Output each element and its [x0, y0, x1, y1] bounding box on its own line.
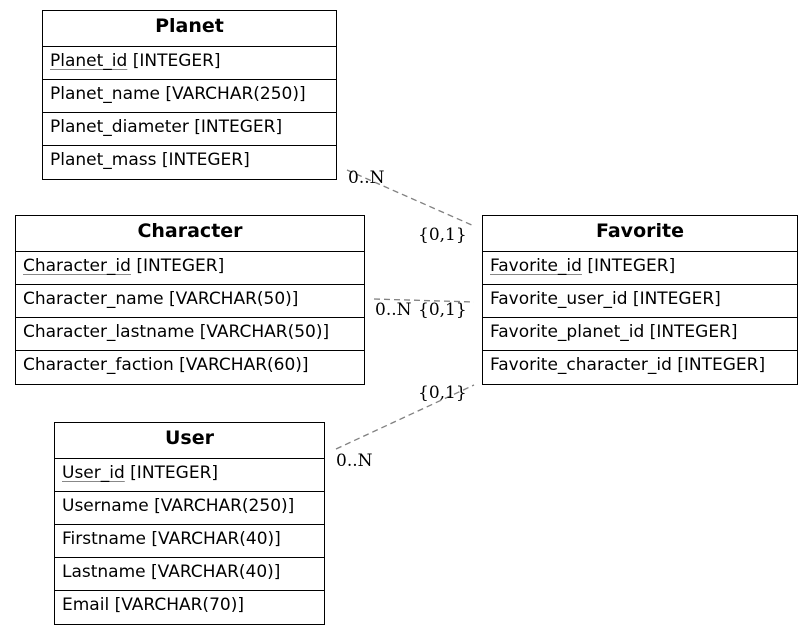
favorite-entity[interactable]: Favorite Favorite_id [INTEGER] Favorite_… [482, 215, 798, 385]
attribute-row: Planet_id [INTEGER] [43, 47, 336, 80]
attribute-row: Character_name [VARCHAR(50)] [16, 285, 364, 318]
user-entity[interactable]: User User_id [INTEGER] Username [VARCHAR… [54, 422, 325, 625]
attribute-row: Favorite_id [INTEGER] [483, 252, 797, 285]
character-favorite-line [373, 298, 475, 303]
attribute-type: [INTEGER] [581, 256, 676, 276]
primary-key: User_id [62, 463, 125, 483]
primary-key: Character_id [23, 256, 131, 276]
attribute-row: Favorite_character_id [INTEGER] [490, 355, 766, 375]
attribute-row: Planet_diameter [INTEGER] [43, 113, 336, 146]
character-one-cardinality: {0,1} [418, 300, 467, 320]
planet-entity[interactable]: Planet Planet_id [INTEGER] Planet_name [… [42, 10, 337, 180]
attribute-row: Firstname [VARCHAR(40)] [55, 525, 324, 558]
attribute-type: [INTEGER] [130, 256, 225, 276]
entity-title: Planet [43, 11, 336, 47]
attribute-row: Planet_name [VARCHAR(250)] [43, 80, 336, 113]
user-favorite-line [335, 384, 475, 450]
planet-many-cardinality: 0..N [348, 168, 385, 188]
attribute-row: Favorite_planet_id [INTEGER] [483, 318, 797, 351]
attribute-row: Character_lastname [VARCHAR(50)] [16, 318, 364, 351]
attribute-row: Username [VARCHAR(250)] [55, 492, 324, 525]
primary-key: Planet_id [50, 51, 128, 71]
attribute-row: Character_faction [VARCHAR(60)] [23, 355, 309, 375]
attribute-row: User_id [INTEGER] [55, 459, 324, 492]
attribute-row: Planet_mass [INTEGER] [50, 150, 250, 170]
character-many-cardinality: 0..N [375, 300, 412, 320]
entity-title: Favorite [483, 216, 797, 252]
attribute-type: [INTEGER] [124, 463, 219, 483]
primary-key: Favorite_id [490, 256, 582, 276]
entity-title: User [55, 423, 324, 459]
entity-title: Character [16, 216, 364, 252]
planet-favorite-line [346, 169, 475, 227]
attribute-row: Lastname [VARCHAR(40)] [55, 558, 324, 591]
character-entity[interactable]: Character Character_id [INTEGER] Charact… [15, 215, 365, 385]
user-one-cardinality: {0,1} [418, 383, 467, 403]
user-many-cardinality: 0..N [336, 451, 373, 471]
attribute-type: [INTEGER] [127, 51, 221, 71]
planet-one-cardinality: {0,1} [418, 225, 467, 245]
attribute-row: Favorite_user_id [INTEGER] [483, 285, 797, 318]
attribute-row: Character_id [INTEGER] [16, 252, 364, 285]
attribute-row: Email [VARCHAR(70)] [62, 595, 244, 615]
